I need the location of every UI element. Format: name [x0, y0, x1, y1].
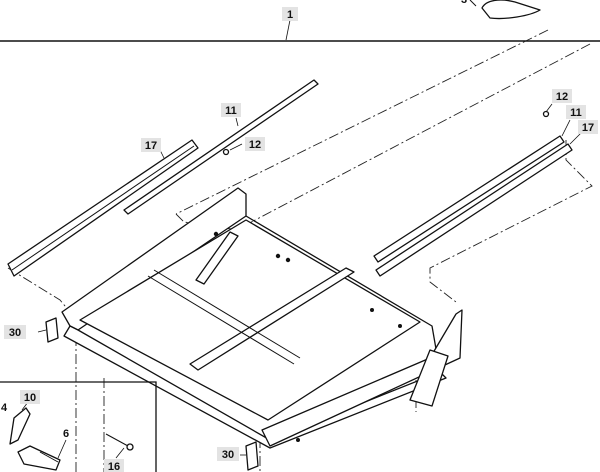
inset-hinge [17, 445, 61, 471]
leader-11a [235, 117, 239, 127]
bolt-16 [105, 433, 129, 447]
callout-30-bottom-text: 30 [222, 449, 234, 461]
callout-11-right-text: 11 [570, 107, 582, 119]
callout-12-right: 12 [552, 89, 572, 103]
callout-11-left: 11 [221, 103, 241, 117]
rail-11-right [373, 135, 565, 263]
callout-10: 10 [20, 390, 40, 404]
callout-17-right-text: 17 [582, 122, 594, 134]
hole-3 [370, 308, 374, 312]
hole-1 [275, 253, 281, 259]
hole-4 [398, 324, 402, 328]
leader-6 [57, 439, 67, 459]
callout-12-right-box [552, 89, 572, 103]
callout-11-left-box [221, 103, 241, 117]
callout-11-left-text: 11 [225, 105, 237, 117]
top-partial-part [481, 0, 541, 20]
screw-12-right [542, 110, 550, 118]
frame-floor [79, 219, 421, 421]
assembly-line-b [239, 43, 591, 229]
hole-2 [285, 257, 291, 263]
inset-detail [0, 381, 157, 472]
support-bracket [195, 231, 239, 285]
callout-12-left: 12 [245, 137, 265, 151]
frame-front-edge [63, 325, 447, 449]
callout-12-left-box [245, 137, 265, 151]
rail-11-left [123, 79, 319, 215]
leader-12b [545, 103, 553, 113]
callout-30-left-box [4, 325, 26, 339]
right-rails [373, 110, 573, 277]
screw-12-left [222, 148, 230, 156]
assembly-line-c [175, 213, 239, 231]
assembly-line-e [7, 267, 71, 313]
callout-17-right-box [578, 120, 598, 134]
callout-30-left-text: 30 [9, 327, 21, 339]
leader-11b [561, 119, 571, 137]
leader-30a [37, 329, 47, 333]
callout-17-left: 17 [141, 138, 161, 152]
callout-6-text: 6 [63, 428, 69, 440]
callout-4: 4 [1, 402, 8, 414]
callout-10-text: 10 [24, 392, 36, 404]
callout-12-right-text: 12 [556, 91, 568, 103]
inset-pin-6 [39, 451, 59, 463]
callout-30-bottom-box [217, 447, 239, 461]
callout-10-box [20, 390, 40, 404]
inset-frame [0, 381, 157, 472]
hole-5 [296, 438, 300, 442]
callout-11-right: 11 [566, 105, 586, 119]
callout-3: 3 [461, 0, 467, 6]
callout-16-box [104, 459, 124, 472]
leader-16 [115, 447, 125, 459]
pad-30-bottom [245, 441, 259, 471]
floor-bracket-a [147, 275, 295, 365]
callout-16-text: 16 [108, 461, 120, 472]
rail-17-right [375, 143, 573, 277]
main-frame [61, 187, 463, 449]
hole-6 [213, 231, 219, 237]
floor-bracket-b [153, 269, 301, 359]
cross-bar [189, 267, 355, 371]
assembly-line-a [175, 29, 549, 215]
rail-17-left-edge [11, 145, 195, 271]
callout-30-bottom: 30 [217, 447, 239, 461]
leaders [21, 103, 583, 459]
leader-1 [285, 19, 291, 41]
callout-17-right: 17 [578, 120, 598, 134]
bolt-16-head [126, 443, 134, 451]
side-bracket [409, 349, 449, 407]
callout-30-left: 30 [4, 325, 26, 339]
pad-30-left [45, 317, 59, 343]
callout-1-text: 1 [287, 9, 293, 21]
callout-16: 16 [104, 459, 124, 472]
callout-17-left-box [141, 138, 161, 152]
callout-4-text: 4 [1, 402, 8, 414]
callout-1-box [282, 7, 298, 21]
left-rails [7, 79, 319, 277]
callout-11-right-box [566, 105, 586, 119]
callout-3-text: 3 [461, 0, 467, 6]
callout-6: 6 [63, 428, 69, 440]
callout-1: 1 [282, 7, 298, 21]
inset-latch [9, 407, 31, 445]
callout-17-left-text: 17 [145, 140, 157, 152]
leader-12a [229, 143, 243, 151]
top-partial-detail [469, 0, 477, 7]
callout-12-left-text: 12 [249, 139, 261, 151]
assembly-line-d [429, 140, 593, 303]
